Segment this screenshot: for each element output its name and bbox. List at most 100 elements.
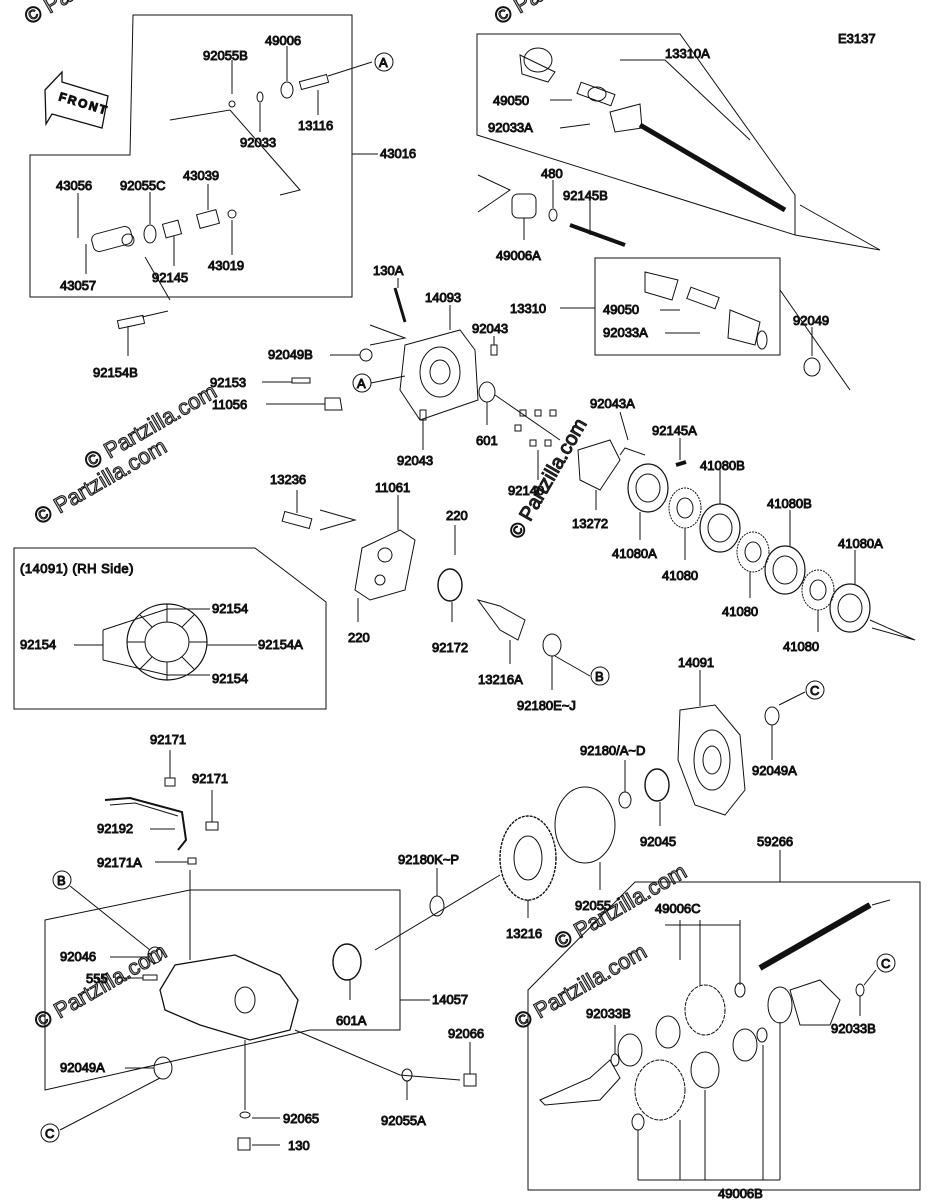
part-label: 14091 — [678, 655, 714, 670]
inner-joint — [539, 1059, 621, 1106]
part-label: 41080 — [662, 568, 698, 583]
part-label: 41080 — [722, 604, 758, 619]
outer-joint — [789, 979, 841, 1026]
group-outline-13310A — [476, 33, 796, 236]
part-label: 92180/A~D — [580, 743, 645, 758]
part-label: 13310 — [510, 301, 546, 316]
part-label: 43039 — [183, 168, 219, 183]
part-label: 49050 — [603, 302, 639, 317]
callout-letter: B — [57, 873, 66, 888]
watermark-text: © Partzilla.com — [490, 0, 631, 29]
callout-letter: C — [810, 683, 819, 698]
boot-49006C — [684, 984, 726, 1036]
part-label: 11056 — [212, 397, 247, 412]
part-label: 49006C — [655, 901, 701, 916]
part-label: 13116 — [298, 118, 333, 133]
group-outline-43016 — [29, 14, 353, 298]
part-label: 92049 — [793, 313, 829, 328]
part-label: 92033B — [586, 1006, 631, 1021]
part-label: 92055B — [203, 48, 248, 63]
part-label: 49006 — [265, 33, 301, 48]
part-label: 92180E~J — [517, 698, 576, 713]
part-label: 92055 — [575, 898, 611, 913]
part-label: 49006A — [496, 248, 541, 263]
part-label: 92033A — [603, 325, 648, 340]
cover-plate-11061 — [354, 529, 416, 601]
boot-49006B — [634, 1059, 686, 1121]
part-label: 92154 — [212, 601, 248, 616]
part-label: 41080A — [838, 536, 883, 551]
part-label: 13216 — [506, 926, 542, 941]
part-label: 92145B — [563, 188, 608, 203]
callout-b — [590, 666, 610, 686]
part-label: 41080B — [767, 496, 812, 511]
part-label: 13310A — [665, 46, 710, 61]
part-label: 92153 — [210, 375, 246, 390]
part-label: 43056 — [56, 178, 92, 193]
part-label: 92145 — [152, 270, 188, 285]
callout-letter: B — [595, 669, 604, 684]
part-label: 59266 — [757, 834, 793, 849]
callout-a — [374, 52, 394, 72]
part-label: 92055C — [120, 178, 166, 193]
inset-rh-side — [13, 547, 327, 710]
o-ring-92055 — [554, 786, 616, 864]
watermark-text: © Partzilla.com — [30, 939, 171, 1035]
cover-14091 — [677, 704, 746, 816]
part-label: 92171 — [192, 771, 228, 786]
dowel-pins — [514, 409, 557, 447]
part-label: 92043A — [590, 396, 635, 411]
part-label: 49050 — [493, 93, 529, 108]
part-label: 92172 — [432, 640, 468, 655]
part-label: 13236 — [270, 472, 306, 487]
part-label: 92154 — [20, 637, 56, 652]
diagram-code: E3137 — [838, 31, 876, 46]
part-label: 601 — [476, 433, 498, 448]
part-label: 43016 — [380, 146, 416, 161]
part-label: 41080 — [783, 639, 819, 654]
part-label: 220 — [348, 630, 370, 645]
callout-c-3 — [876, 953, 896, 973]
part-label: 480 — [541, 166, 563, 181]
part-label: 92192 — [97, 821, 133, 836]
plate-13272 — [577, 439, 621, 491]
part-label: 555 — [86, 971, 108, 986]
part-label: 92033A — [488, 120, 533, 135]
part-label: 92043 — [397, 453, 433, 468]
callout-c-2 — [40, 1123, 60, 1143]
part-label: 92171 — [150, 732, 186, 747]
part-label: 92043 — [472, 321, 508, 336]
inset-title: (14091) (RH Side) — [20, 561, 134, 576]
differential-case-14057 — [159, 954, 299, 1041]
part-label: 92033B — [831, 1021, 876, 1036]
part-label: 92154A — [258, 637, 303, 652]
callout-letter: A — [379, 55, 388, 70]
part-label: 92145A — [652, 423, 697, 438]
part-label: 220 — [446, 508, 468, 523]
gear-ribs — [127, 604, 207, 680]
part-label: 92066 — [448, 1026, 484, 1041]
part-label: 92049B — [268, 347, 313, 362]
part-label: 92055A — [381, 1113, 426, 1128]
part-label: 49006B — [718, 1186, 763, 1200]
part-label: 11061 — [375, 480, 410, 495]
callout-letter: C — [881, 956, 890, 971]
part-label: 14093 — [425, 290, 461, 305]
callout-b-2 — [52, 870, 72, 890]
part-label: 43019 — [208, 258, 244, 273]
part-label: 92045 — [640, 834, 676, 849]
ring-gear-13216 — [499, 815, 557, 901]
case-cover-14093 — [399, 329, 479, 421]
part-label: 92180K~P — [398, 852, 459, 867]
group-outline-13310 — [594, 257, 781, 356]
part-label: 92171A — [97, 855, 142, 870]
part-label: 13216A — [478, 672, 523, 687]
part-label: 601A — [336, 1013, 367, 1028]
callout-letter: C — [45, 1126, 54, 1141]
part-label: 130 — [288, 1138, 310, 1153]
part-label: 14057 — [432, 992, 468, 1007]
part-label: 13272 — [572, 516, 608, 531]
part-label: 92154B — [93, 365, 138, 380]
